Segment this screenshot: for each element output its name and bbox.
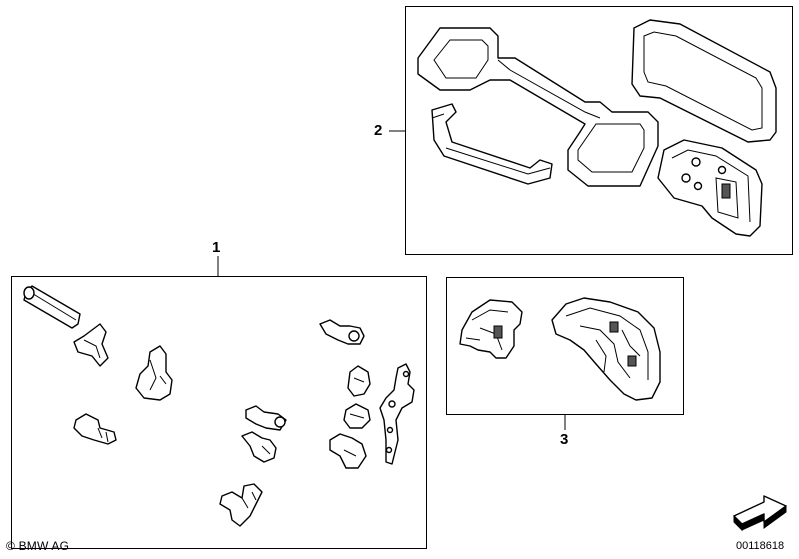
part-grommet-clip-a[interactable] bbox=[245, 405, 287, 431]
gasket-u-seal[interactable] bbox=[431, 103, 553, 185]
bracket-small[interactable] bbox=[459, 299, 523, 359]
group-1-frame bbox=[11, 276, 427, 549]
copyright-label: © BMW AG bbox=[6, 539, 70, 553]
part-pin-fastener-c[interactable] bbox=[343, 403, 371, 429]
part-pin-fastener-a[interactable] bbox=[319, 319, 365, 345]
part-pin-fastener-d[interactable] bbox=[329, 433, 367, 469]
callout-1[interactable]: 1 bbox=[212, 239, 221, 256]
navigation-arrow-icon[interactable] bbox=[733, 495, 787, 532]
part-screw-plug[interactable] bbox=[73, 413, 117, 445]
bracket-large[interactable] bbox=[551, 297, 661, 401]
gasket-dumbbell-seal[interactable] bbox=[417, 27, 659, 187]
part-grommet-clip-b[interactable] bbox=[241, 431, 277, 463]
group-2-frame bbox=[405, 6, 793, 255]
part-pin-clip[interactable] bbox=[73, 323, 109, 367]
diagram-id-label: 00118618 bbox=[736, 540, 785, 552]
callout-2[interactable]: 2 bbox=[374, 122, 383, 139]
gasket-plate-seal[interactable] bbox=[657, 139, 763, 237]
part-long-arm-bracket[interactable] bbox=[379, 363, 415, 465]
part-pin-fastener-b[interactable] bbox=[347, 365, 371, 397]
part-sleeve-tube[interactable] bbox=[23, 285, 81, 329]
part-lever-bracket[interactable] bbox=[135, 345, 173, 401]
gasket-rectangle-seal[interactable] bbox=[631, 19, 777, 143]
group-3-frame bbox=[446, 277, 684, 415]
part-latch-clip[interactable] bbox=[219, 483, 263, 527]
callout-3[interactable]: 3 bbox=[560, 431, 569, 448]
